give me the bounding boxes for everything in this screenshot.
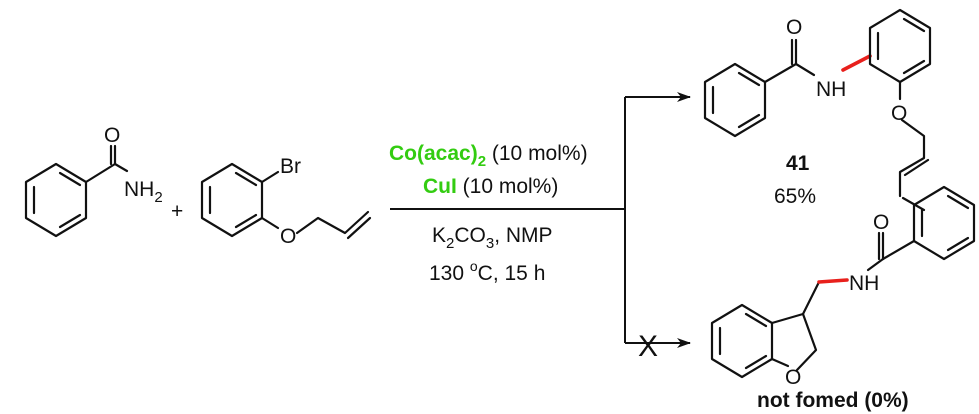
product41-compound-number: 41 — [786, 152, 810, 175]
benzamide-oxygen-label: O — [104, 124, 120, 147]
base-and-solvent: K2CO3, NMP — [432, 224, 553, 252]
reaction-arrows: X — [390, 92, 691, 363]
reactant-allyl-bromophenyl-ether: Br O — [200, 155, 372, 248]
bromine-label: Br — [280, 155, 301, 178]
blocked-path-x-mark: X — [638, 330, 658, 363]
product41-nh-label: NH — [816, 78, 846, 101]
temperature-time: 130 oC, 15 h — [429, 258, 545, 285]
product41-carbonyl-oxygen: O — [786, 16, 802, 39]
ether-oxygen-label: O — [280, 225, 296, 248]
product41-yield: 65% — [774, 185, 816, 208]
benzamide-nh2-label: NH2 — [124, 178, 163, 206]
unformed-ring-oxygen: O — [785, 366, 801, 389]
product41-new-cn-bond — [841, 54, 872, 72]
unformed-nh-label: NH — [849, 272, 879, 295]
catalyst-cobalt: Co(acac)2 (10 mol%) — [389, 142, 588, 170]
unformed-new-cn-bond — [817, 278, 849, 284]
unformed-benzoyl-ring — [912, 185, 976, 261]
unformed-product-caption: not fomed (0%) — [757, 389, 909, 412]
catalyst-copper: CuI (10 mol%) — [423, 175, 558, 198]
unformed-carbonyl-oxygen: O — [873, 211, 889, 234]
product-not-formed: O NH O not fomed (0%) — [710, 185, 976, 412]
product-41: O NH O 41 65% — [703, 8, 932, 212]
product41-ether-oxygen: O — [891, 102, 907, 125]
reactant-benzamide: O NH2 — [24, 124, 163, 238]
plus-sign: + — [171, 200, 183, 223]
reaction-conditions: Co(acac)2 (10 mol%) CuI (10 mol%) K2CO3,… — [389, 142, 588, 285]
